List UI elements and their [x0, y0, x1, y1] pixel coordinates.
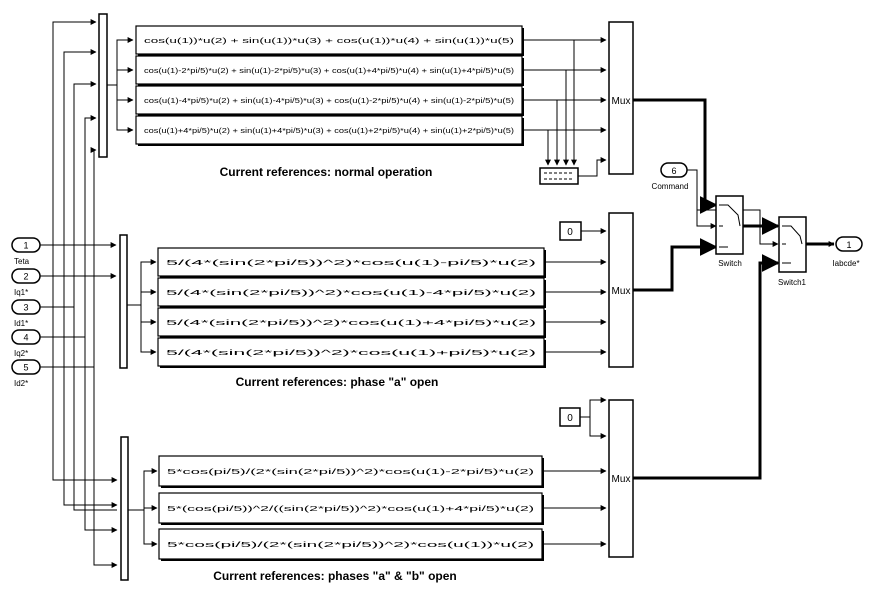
svg-text:Mux: Mux: [612, 286, 631, 297]
inport-label: Id1*: [14, 319, 28, 328]
inport-label: Id2*: [14, 379, 28, 388]
fcn-block[interactable]: 5/(4*(sin(2*pi/5))^2)*cos(u(1)+pi/5)*u(2…: [157, 337, 546, 368]
switch-block[interactable]: Switch: [715, 195, 744, 268]
svg-text:1: 1: [846, 240, 851, 250]
fcn-expression: 5*cos(pi/5)/(2*(sin(2*pi/5))^2)*cos(u(1)…: [167, 540, 534, 549]
fcn-expression: cos(u(1)+4*pi/5)*u(2) + sin(u(1)+4*pi/5)…: [144, 126, 514, 135]
fcn-block[interactable]: 5*cos(pi/5)/(2*(sin(2*pi/5))^2)*cos(u(1)…: [158, 528, 544, 561]
outport[interactable]: 1 Iabcde*: [832, 236, 863, 268]
fcn-expression: 5*(cos(pi/5))^2/((sin(2*pi/5))^2)*cos(u(…: [167, 504, 534, 513]
fcn-block[interactable]: 5*cos(pi/5)/(2*(sin(2*pi/5))^2)*cos(u(1)…: [158, 455, 544, 488]
signal-lines: [40, 19, 835, 568]
fcn-block[interactable]: cos(u(1))*u(2) + sin(u(1))*u(3) + cos(u(…: [135, 25, 524, 56]
fcn-expression: 5/(4*(sin(2*pi/5))^2)*cos(u(1)-pi/5)*u(2…: [166, 258, 536, 267]
inport-label: Iq1*: [14, 288, 28, 297]
fcn-expression: 5/(4*(sin(2*pi/5))^2)*cos(u(1)+4*pi/5)*u…: [166, 318, 536, 327]
svg-text:5: 5: [23, 363, 28, 373]
mux-block[interactable]: Mux: [608, 212, 634, 368]
fcn-expression: 5/(4*(sin(2*pi/5))^2)*cos(u(1)-4*pi/5)*u…: [166, 288, 536, 297]
demux-bar[interactable]: [119, 234, 128, 369]
fcn-expression: cos(u(1)-4*pi/5)*u(2) + sin(u(1)-4*pi/5)…: [144, 96, 514, 105]
demux-bar[interactable]: [120, 436, 129, 581]
selector-block[interactable]: [539, 167, 579, 185]
fcn-expression: cos(u(1))*u(2) + sin(u(1))*u(3) + cos(u(…: [144, 36, 514, 45]
svg-text:Mux: Mux: [612, 96, 631, 107]
fcn-expression: cos(u(1)-2*pi/5)*u(2) + sin(u(1)-2*pi/5)…: [144, 66, 514, 75]
inport-label: Iq2*: [14, 349, 28, 358]
fcn-block[interactable]: 5/(4*(sin(2*pi/5))^2)*cos(u(1)-4*pi/5)*u…: [157, 277, 546, 308]
switch-label: Switch1: [778, 278, 807, 287]
fcn-expression: 5/(4*(sin(2*pi/5))^2)*cos(u(1)+pi/5)*u(2…: [166, 348, 536, 357]
command-inport[interactable]: 6 Command: [652, 162, 689, 191]
group-title-phases-ab-open: Current references: phases "a" & "b" ope…: [213, 569, 457, 583]
svg-text:1: 1: [23, 241, 28, 251]
fcn-block[interactable]: 5/(4*(sin(2*pi/5))^2)*cos(u(1)-pi/5)*u(2…: [157, 247, 546, 278]
svg-text:3: 3: [23, 303, 28, 313]
svg-text:0: 0: [567, 227, 573, 238]
demux-bar[interactable]: [98, 13, 108, 158]
inport-label: Teta: [14, 257, 30, 266]
fcn-block[interactable]: 5*(cos(pi/5))^2/((sin(2*pi/5))^2)*cos(u(…: [158, 492, 544, 525]
fcn-block[interactable]: cos(u(1)-4*pi/5)*u(2) + sin(u(1)-4*pi/5)…: [135, 85, 524, 116]
svg-text:4: 4: [23, 333, 28, 343]
fcn-block[interactable]: 5/(4*(sin(2*pi/5))^2)*cos(u(1)+4*pi/5)*u…: [157, 307, 546, 338]
svg-text:2: 2: [23, 272, 28, 282]
bus-lines: [633, 98, 834, 480]
group-title-phase-a-open: Current references: phase "a" open: [236, 375, 439, 389]
fcn-block[interactable]: cos(u(1)-2*pi/5)*u(2) + sin(u(1)-2*pi/5)…: [135, 55, 524, 86]
fcn-block[interactable]: cos(u(1)+4*pi/5)*u(2) + sin(u(1)+4*pi/5)…: [135, 115, 524, 146]
switch-label: Switch: [718, 259, 742, 268]
mux-block[interactable]: Mux: [608, 21, 634, 175]
outport-label: Iabcde*: [832, 259, 859, 268]
constant-block[interactable]: 0: [559, 221, 582, 241]
switch-block[interactable]: Switch1: [778, 216, 807, 287]
svg-text:0: 0: [567, 413, 573, 424]
svg-text:Mux: Mux: [612, 474, 631, 485]
svg-text:6: 6: [671, 166, 676, 176]
mux-block[interactable]: Mux: [608, 399, 634, 558]
fcn-expression: 5*cos(pi/5)/(2*(sin(2*pi/5))^2)*cos(u(1)…: [167, 467, 534, 476]
command-label: Command: [652, 182, 689, 191]
group-title-normal: Current references: normal operation: [220, 165, 433, 179]
constant-block[interactable]: 0: [559, 407, 581, 427]
